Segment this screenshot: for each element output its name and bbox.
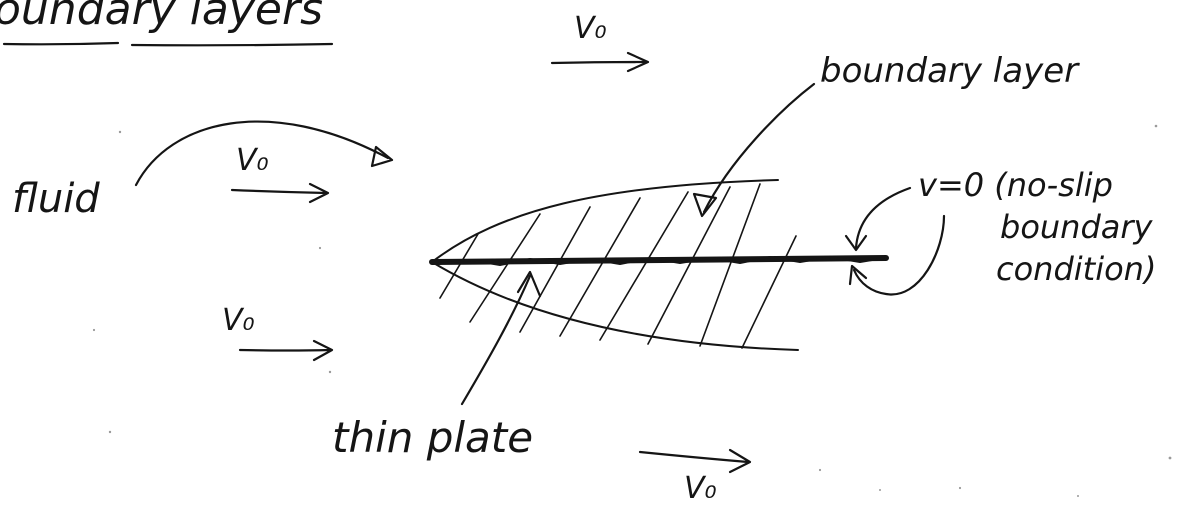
thin-plate-label: thin plate — [332, 413, 533, 462]
velocity-label-fluid: V₀ — [236, 143, 269, 178]
boundary-layer-arrowhead — [692, 192, 718, 218]
no-slip-arrowhead-upper — [844, 234, 868, 252]
boundary-layer-hatching — [439, 183, 797, 349]
no-slip-arrow-lower — [852, 214, 946, 296]
velocity-label-left: V₀ — [222, 303, 255, 338]
no-slip-label-line3: condition) — [996, 250, 1156, 288]
fluid-curve-arrow — [134, 120, 390, 187]
thin-plate-arrowhead — [516, 270, 542, 298]
title-underline — [2, 41, 334, 47]
no-slip-arrow-upper — [854, 186, 912, 250]
boundary-layer-upper-edge — [431, 179, 779, 263]
no-slip-label: v=0 (no-slip — [918, 166, 1113, 204]
thin-plate-arrow — [460, 274, 532, 406]
boundary-layer-arrow — [702, 82, 816, 214]
sketch-title: oundary layers — [0, 0, 323, 35]
arrow-bottom — [638, 448, 752, 474]
boundary-layer-lower-edge — [431, 261, 799, 351]
thin-plate-texture — [437, 256, 885, 266]
velocity-label-top: V₀ — [574, 11, 607, 46]
fluid-label: fluid — [12, 176, 100, 222]
fluid-arrowhead — [370, 145, 394, 168]
arrow-left — [238, 339, 334, 362]
velocity-label-bottom: V₀ — [684, 471, 717, 506]
no-slip-label-line2: boundary — [1000, 208, 1154, 246]
no-slip-arrowhead-lower — [848, 264, 868, 286]
arrow-top — [550, 51, 650, 73]
arrow-fluid — [230, 182, 330, 204]
boundary-layer-label: boundary layer — [820, 51, 1080, 91]
scan-specks — [92, 124, 1172, 497]
